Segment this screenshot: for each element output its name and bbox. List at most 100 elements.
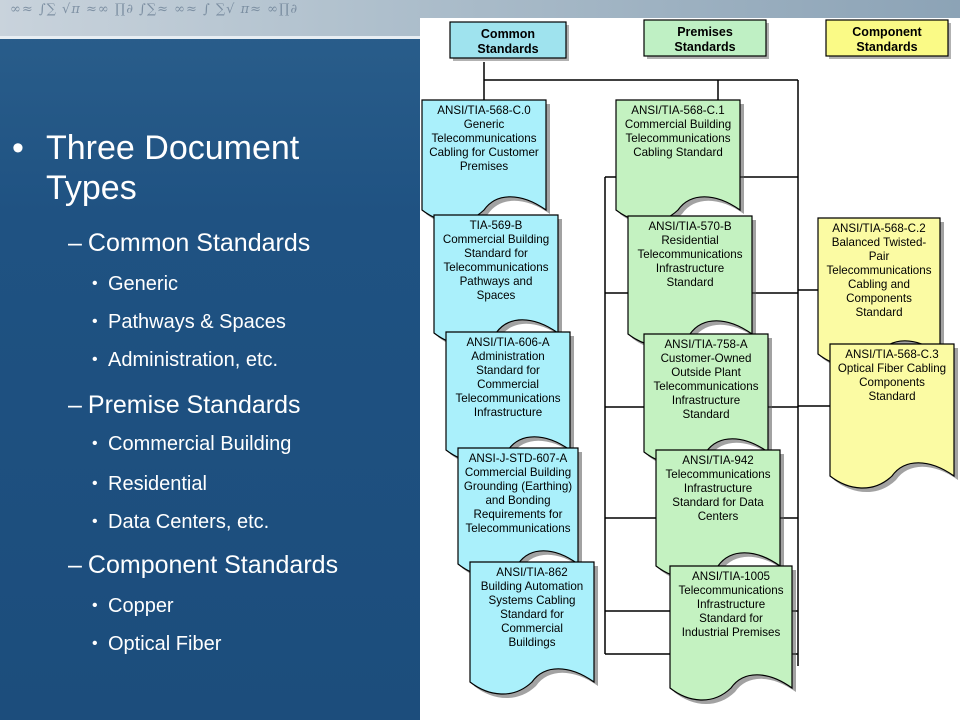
main-bullet-text: Three Document Types bbox=[46, 129, 300, 207]
document-text: ANSI/TIA-1005 bbox=[692, 570, 770, 583]
document-text: Telecommunications bbox=[826, 264, 931, 277]
document-text: Centers bbox=[698, 510, 739, 523]
document-text: Industrial Premises bbox=[682, 626, 781, 639]
list-item: •Commercial Building bbox=[92, 433, 292, 455]
document-text: Grounding (Earthing) bbox=[464, 480, 572, 493]
document-text: Standard bbox=[682, 408, 729, 421]
section-heading: –Common Standards bbox=[68, 229, 311, 257]
header-text: Standards bbox=[477, 42, 538, 56]
document-text: Administration bbox=[471, 350, 544, 363]
section-heading: –Component Standards bbox=[68, 551, 339, 579]
document-text: Premises bbox=[460, 160, 509, 173]
document-text: Standard for bbox=[464, 247, 528, 260]
header-divider bbox=[0, 36, 420, 39]
document-text: Telecommunications bbox=[625, 132, 730, 145]
list-item-text: Residential bbox=[108, 473, 207, 495]
document-text: Requirements for bbox=[474, 508, 563, 521]
document-text: Standard for bbox=[476, 364, 540, 377]
premises-standard-document: ANSI/TIA-1005TelecommunicationsInfrastru… bbox=[669, 565, 796, 705]
list-item-text: Optical Fiber bbox=[108, 633, 222, 655]
common-standard-document: ANSI/TIA-568-C.0GenericTelecommunication… bbox=[421, 99, 550, 227]
document-text: Residential bbox=[661, 234, 718, 247]
document-text: Standard for bbox=[699, 612, 763, 625]
section-label: Common Standards bbox=[87, 229, 311, 257]
main-bullet: • Three Document Types bbox=[12, 128, 346, 208]
premises-standard-document: ANSI/TIA-570-BResidentialTelecommunicati… bbox=[627, 215, 756, 351]
document-text: Pathways and bbox=[460, 275, 533, 288]
document-text: Components bbox=[859, 376, 925, 389]
document-text: Commercial Building bbox=[465, 466, 571, 479]
document-text: Infrastructure bbox=[684, 482, 752, 495]
document-text: Cabling and bbox=[848, 278, 910, 291]
document-shape bbox=[829, 343, 955, 489]
document-text: Building Automation bbox=[481, 580, 583, 593]
document-text: ANSI/TIA-568-C.1 bbox=[631, 104, 724, 117]
document-text: Infrastructure bbox=[697, 598, 765, 611]
document-text: Standard bbox=[666, 276, 713, 289]
document-text: ANSI/TIA-758-A bbox=[664, 338, 747, 351]
document-text: Commercial bbox=[501, 622, 563, 635]
document-shape bbox=[669, 565, 793, 701]
bullet-list: • Three Document Types –Common Standards… bbox=[0, 0, 420, 720]
document-text: TIA-569-B bbox=[470, 219, 523, 232]
list-item-text: Generic bbox=[108, 273, 179, 295]
document-text: ANSI/TIA-568-C.2 bbox=[832, 222, 925, 235]
document-text: ANSI/TIA-606-A bbox=[466, 336, 549, 349]
document-text: Telecommunications bbox=[678, 584, 783, 597]
document-text: and Bonding bbox=[485, 494, 550, 507]
section-label: Component Standards bbox=[87, 551, 339, 579]
document-text: Commercial Building bbox=[443, 233, 549, 246]
document-text: Telecommunications bbox=[431, 132, 536, 145]
document-text: Components bbox=[846, 292, 912, 305]
list-item-text: Commercial Building bbox=[108, 433, 292, 455]
list-item: •Administration, etc. bbox=[92, 349, 279, 371]
header-text: Component bbox=[852, 25, 922, 39]
document-text: Optical Fiber Cabling bbox=[838, 362, 946, 375]
header-box bbox=[449, 21, 567, 59]
document-text: Standard bbox=[868, 390, 915, 403]
list-item-text: Pathways & Spaces bbox=[108, 311, 286, 333]
header-text: Standards bbox=[856, 40, 917, 54]
document-text: ANSI-J-STD-607-A bbox=[469, 452, 568, 465]
header-decoration: ∞≈ ∫∑ √π ≈∞ ∏∂ ∫∑≈ ∞≈ ∫ ∑√ π≈ ∞∏∂ bbox=[10, 2, 299, 17]
list-item-text: Administration, etc. bbox=[108, 349, 279, 371]
standards-diagram-svg: CommonStandardsPremisesStandardsComponen… bbox=[421, 19, 958, 705]
document-text: Telecommunications bbox=[465, 522, 570, 535]
document-text: ANSI/TIA-568-C.3 bbox=[845, 348, 938, 361]
document-text: Buildings bbox=[508, 636, 555, 649]
document-text: Customer-Owned bbox=[661, 352, 752, 365]
list-item: •Residential bbox=[92, 473, 207, 495]
header-text: Common bbox=[481, 27, 535, 41]
section-label: Premise Standards bbox=[87, 391, 301, 419]
document-text: Standard for bbox=[500, 608, 564, 621]
header-box bbox=[643, 19, 767, 57]
document-text: Commercial Building bbox=[625, 118, 731, 131]
document-text: Telecommunications bbox=[443, 261, 548, 274]
document-text: Standard for Data bbox=[672, 496, 764, 509]
document-text: Infrastructure bbox=[672, 394, 740, 407]
document-text: Spaces bbox=[477, 289, 516, 302]
document-text: ANSI/TIA-942 bbox=[682, 454, 754, 467]
document-text: Telecommunications bbox=[637, 248, 742, 261]
premises-standard-document: ANSI/TIA-942TelecommunicationsInfrastruc… bbox=[655, 449, 784, 583]
document-text: Telecommunications bbox=[665, 468, 770, 481]
document-text: Infrastructure bbox=[656, 262, 724, 275]
header-text: Premises bbox=[677, 25, 733, 39]
document-text: Cabling for Customer bbox=[429, 146, 539, 159]
section-heading: –Premise Standards bbox=[68, 391, 301, 419]
list-item: •Pathways & Spaces bbox=[92, 311, 286, 333]
list-item: •Data Centers, etc. bbox=[92, 511, 270, 533]
document-text: Standard bbox=[855, 306, 902, 319]
list-item: •Copper bbox=[92, 595, 174, 617]
